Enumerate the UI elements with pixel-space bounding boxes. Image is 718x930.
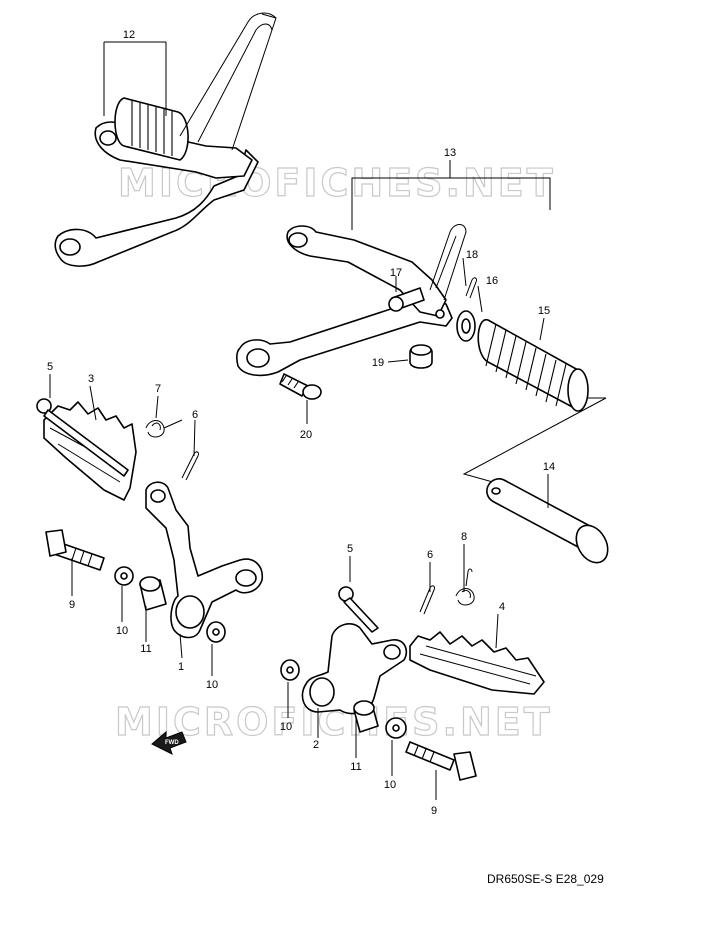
callout-3: 3 (88, 373, 94, 385)
part-14-footrest-pin (486, 478, 609, 564)
callout-5-right: 5 (347, 543, 353, 555)
part-17-pin (388, 287, 425, 312)
callout-15: 15 (538, 305, 550, 317)
callout-6-right: 6 (427, 549, 433, 561)
callout-9-right: 9 (431, 805, 437, 817)
part-9-bolt-right (405, 741, 477, 781)
part-10-washer-right-1 (280, 659, 300, 681)
part-10-washer-left-2 (206, 621, 226, 643)
callout-4: 4 (499, 601, 505, 613)
part-20-bolt (279, 373, 322, 400)
callout-17: 17 (390, 267, 402, 279)
callout-14: 14 (543, 461, 555, 473)
callout-19: 19 (372, 357, 384, 369)
callout-10-left-1: 10 (116, 625, 128, 637)
part-10-washer-right-2 (385, 717, 407, 739)
part-4-right-footrest (409, 631, 545, 695)
leader-lines (49, 41, 549, 800)
callouts: 12 13 18 16 17 15 19 20 14 5 3 7 6 9 10 … (47, 29, 555, 817)
part-16-washer (456, 310, 476, 342)
callout-16: 16 (486, 275, 498, 287)
callout-12: 12 (123, 29, 135, 41)
part-7-spring (145, 419, 183, 438)
callout-10-left-2: 10 (206, 679, 218, 691)
callout-2: 2 (313, 739, 319, 751)
callout-10-right-2: 10 (384, 779, 396, 791)
part-6-cotter-pin-right (419, 585, 435, 615)
part-8-spring (455, 568, 475, 606)
callout-9-left: 9 (69, 599, 75, 611)
part-5-pin-right (338, 586, 379, 633)
callout-13: 13 (444, 147, 456, 159)
callout-5-left: 5 (47, 361, 53, 373)
diagram-code: DR650SE-S E28_029 (487, 872, 604, 886)
part-1-footrest-bracket-left (145, 481, 264, 639)
part-12-rear-footrest-assembly (54, 12, 277, 267)
part-11-bushing-right (353, 700, 379, 733)
callout-11-right: 11 (350, 761, 361, 773)
part-19-nut (409, 344, 433, 369)
part-5-pin-left (36, 398, 129, 477)
callout-6-left: 6 (192, 409, 198, 421)
part-18-cotter-pin (465, 277, 477, 299)
callout-1: 1 (178, 661, 184, 673)
part-11-bushing-left (139, 576, 167, 611)
fwd-arrow-icon: FWD (151, 730, 187, 755)
callout-11-left: 11 (140, 643, 151, 655)
callout-18: 18 (466, 249, 478, 261)
callout-8: 8 (461, 531, 467, 543)
part-15-footrest-rubber (477, 319, 589, 412)
part-10-washer-left-1 (114, 566, 134, 586)
fwd-label: FWD (165, 740, 179, 746)
part-9-bolt-left (45, 529, 105, 571)
part-2-footrest-bracket-right (301, 623, 408, 715)
callout-20: 20 (300, 429, 312, 441)
part-6-cotter-pin-left (181, 451, 199, 481)
callout-7: 7 (155, 383, 161, 395)
callout-10-right-1: 10 (280, 721, 292, 733)
